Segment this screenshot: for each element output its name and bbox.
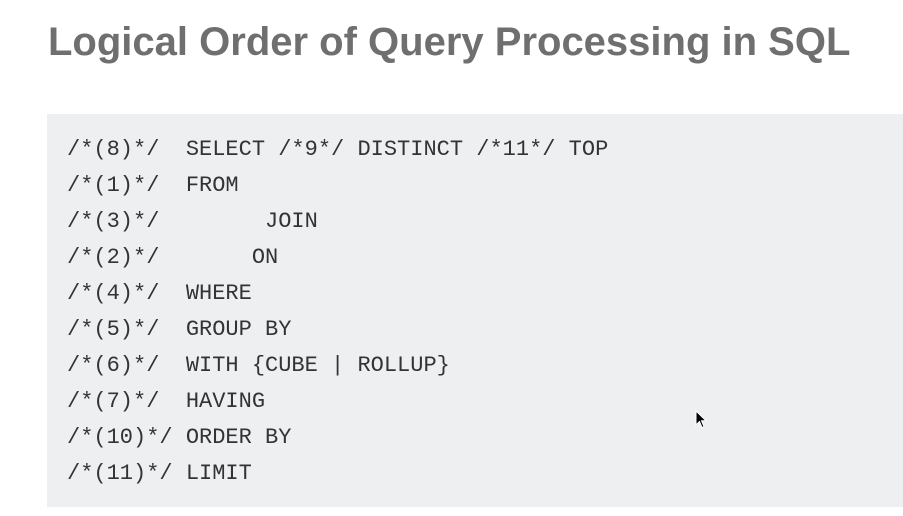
code-line: /*(10)*/ ORDER BY bbox=[67, 425, 292, 450]
code-line: /*(2)*/ ON bbox=[67, 245, 279, 270]
code-line: /*(7)*/ HAVING bbox=[67, 389, 266, 414]
code-line: /*(4)*/ WHERE bbox=[67, 281, 252, 306]
mouse-pointer-icon bbox=[695, 410, 708, 429]
code-block: /*(8)*/ SELECT /*9*/ DISTINCT /*11*/ TOP… bbox=[47, 114, 903, 507]
code-line: /*(11)*/ LIMIT bbox=[67, 461, 252, 486]
code-line: /*(6)*/ WITH {CUBE | ROLLUP} bbox=[67, 353, 450, 378]
code-line: /*(3)*/ JOIN bbox=[67, 209, 318, 234]
code-line: /*(1)*/ FROM bbox=[67, 173, 239, 198]
page-title: Logical Order of Query Processing in SQL bbox=[48, 20, 851, 64]
code-line: /*(8)*/ SELECT /*9*/ DISTINCT /*11*/ TOP bbox=[67, 137, 609, 162]
code-line: /*(5)*/ GROUP BY bbox=[67, 317, 292, 342]
